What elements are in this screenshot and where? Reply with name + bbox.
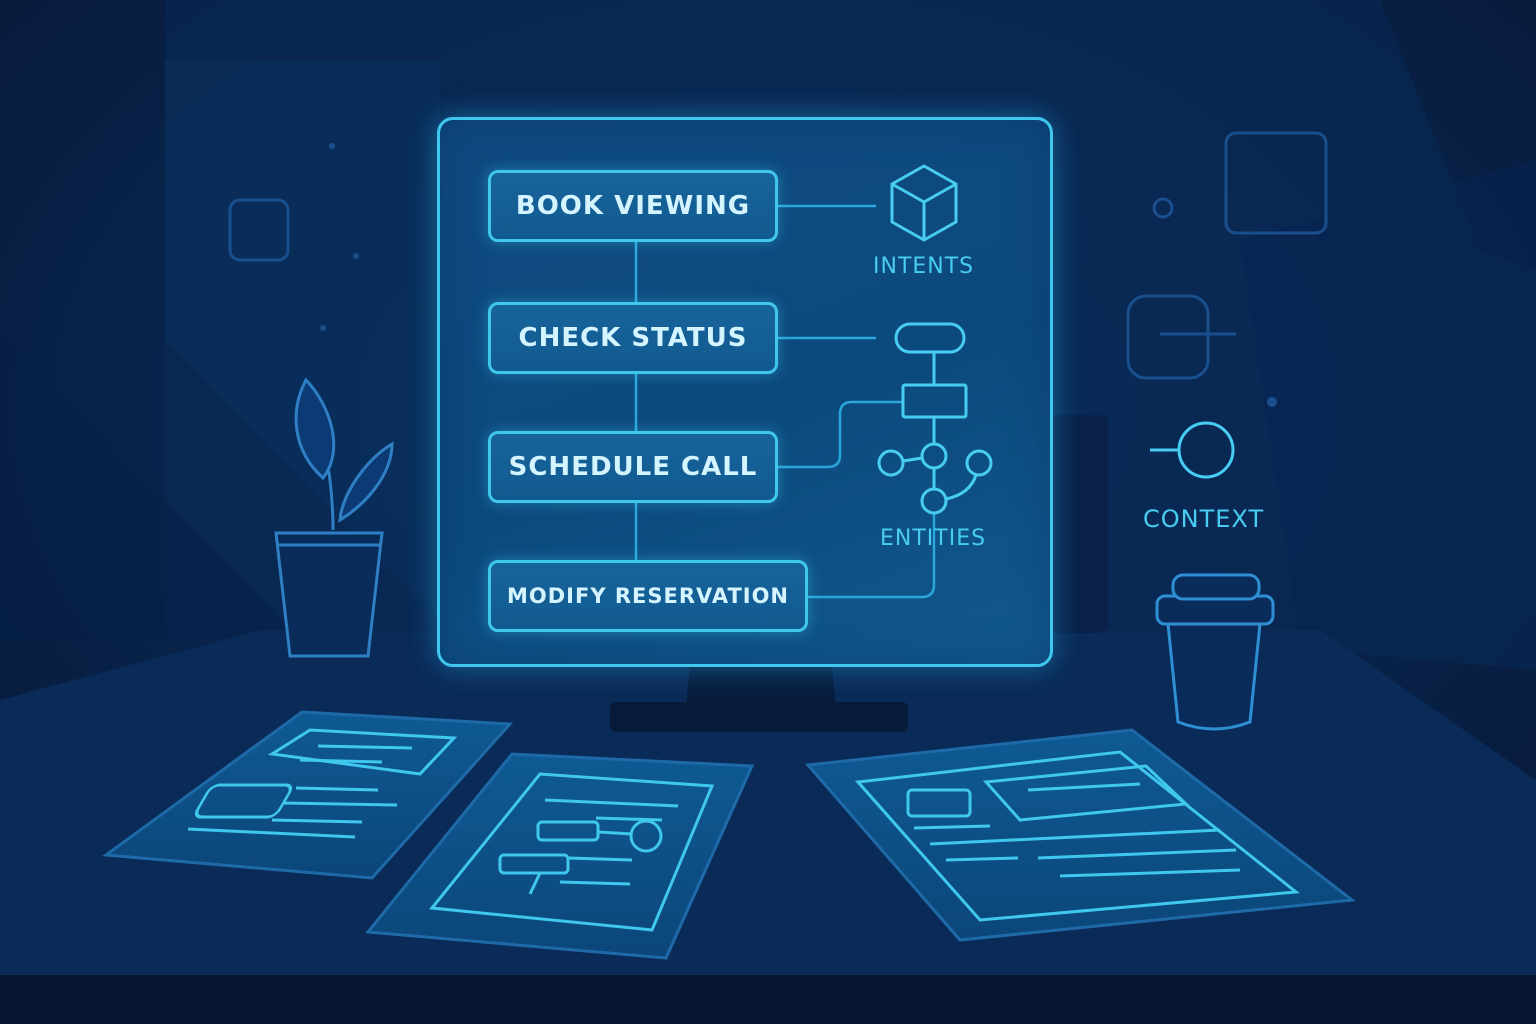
intents-label: INTENTS	[873, 254, 975, 279]
check-status-button[interactable]: CHECK STATUS	[488, 302, 778, 374]
document-icon	[365, 752, 755, 960]
context-label: CONTEXT	[1143, 505, 1265, 533]
book-viewing-button[interactable]: BOOK VIEWING	[488, 170, 778, 242]
schedule-call-button[interactable]: SCHEDULE CALL	[488, 431, 778, 503]
coffee-cup-icon	[1155, 573, 1275, 731]
entities-label: ENTITIES	[880, 526, 987, 551]
plant-icon	[274, 377, 394, 658]
context-circle-icon	[1150, 421, 1235, 479]
monitor-stand	[686, 667, 836, 705]
document-icon	[101, 710, 514, 880]
document-icon	[804, 728, 1356, 942]
wall-decoration	[228, 131, 1328, 380]
modify-reservation-button[interactable]: MODIFY RESERVATION	[488, 560, 808, 632]
